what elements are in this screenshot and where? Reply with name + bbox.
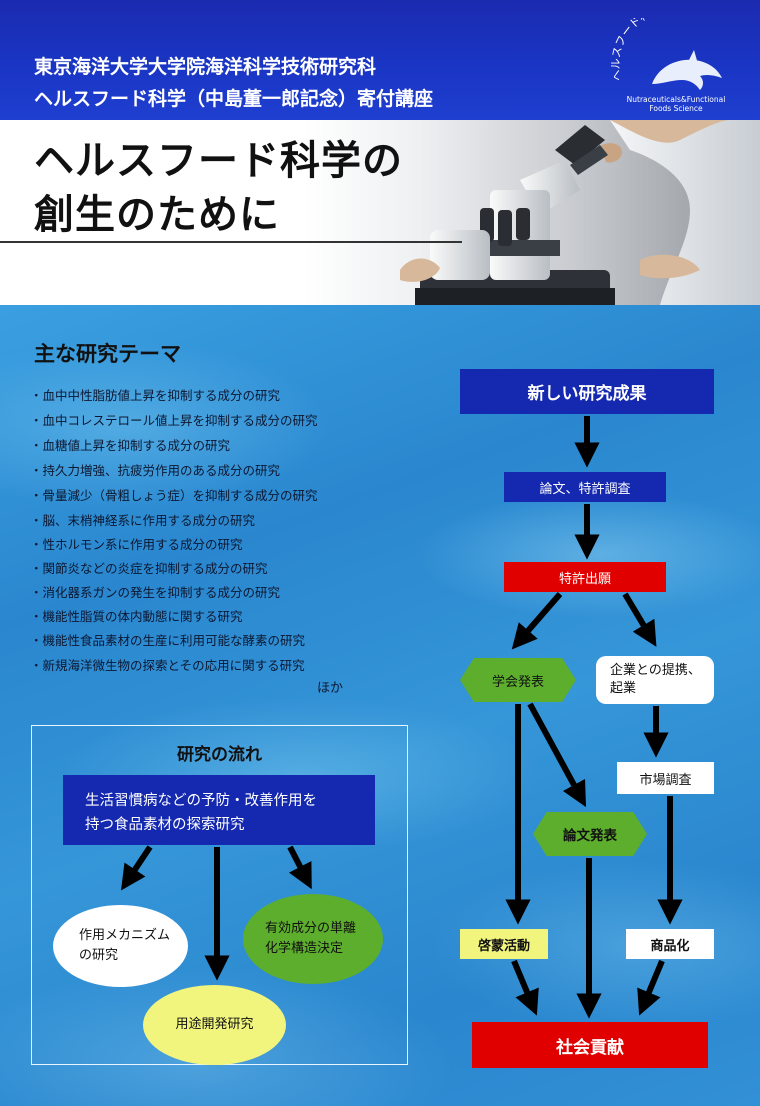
dolphin-icon [652, 50, 722, 90]
theme-item: ・血糖値上昇を抑制する成分の研究 [30, 438, 231, 453]
commercialization-box: 商品化 [626, 929, 714, 959]
theme-item: ・骨量減少（骨粗しょう症）を抑制する成分の研究 [30, 488, 318, 503]
themes-etc: ほか [317, 681, 344, 696]
mechanism-oval: 作用メカニズムの研究 [53, 905, 188, 987]
research-flow-heading: 研究の流れ [177, 745, 262, 765]
theme-item: ・性ホルモン系に作用する成分の研究 [30, 537, 243, 552]
industry-line1: 企業との提携、 [610, 663, 701, 678]
theme-item: ・消化器系ガンの発生を抑制する成分の研究 [30, 585, 281, 600]
theme-item: ・新規海洋微生物の探索とその応用に関する研究 [30, 658, 305, 673]
theme-item: ・関節炎などの炎症を抑制する成分の研究 [30, 561, 268, 576]
paper-patent-survey-box: 論文、特許調査 [504, 472, 666, 502]
patent-filing-box: 特許出願 [504, 562, 666, 592]
page-title-line1: ヘルスフード科学の [34, 137, 403, 184]
isolation-oval: 有効成分の単離化学構造決定 [243, 894, 383, 984]
theme-item: ・機能性食品素材の生産に利用可能な酵素の研究 [30, 633, 306, 648]
new-results-box: 新しい研究成果 [460, 369, 714, 414]
theme-item: ・持久力増強、抗疲労作用のある成分の研究 [30, 463, 281, 478]
isolation-line2: 化学構造決定 [265, 941, 344, 956]
header-band [0, 0, 760, 120]
theme-item: ・血中中性脂肪値上昇を抑制する成分の研究 [30, 388, 281, 403]
page-title-line2: 創生のために [34, 191, 280, 238]
logo-en-line1: Nutraceuticals&Functional [627, 95, 726, 104]
conference-hexagon: 学会発表 [460, 658, 576, 702]
isolation-line1: 有効成分の単離 [265, 921, 357, 936]
industry-partnership-box: 企業との提携、起業 [596, 656, 714, 704]
application-oval: 用途開発研究 [143, 985, 286, 1065]
application-label: 用途開発研究 [175, 1017, 254, 1032]
paper-publication-hexagon: 論文発表 [533, 812, 647, 856]
mechanism-line2: の研究 [79, 948, 119, 963]
logo-en-line2: Foods Science [649, 104, 703, 113]
research-flow-main-box: 生活習慣病などの予防・改善作用を 持つ食品素材の探索研究 [63, 775, 375, 845]
main-box-line2: 持つ食品素材の探索研究 [85, 817, 245, 833]
microscope-photo [400, 120, 760, 305]
social-contribution-box: 社会貢献 [472, 1022, 708, 1068]
theme-item: ・機能性脂質の体内動態に関する研究 [30, 609, 243, 624]
university-name: 東京海洋大学大学院海洋科学技術研究科 [34, 56, 377, 78]
mechanism-line1: 作用メカニズム [79, 928, 171, 943]
theme-item: ・脳、末梢神経系に作用する成分の研究 [30, 513, 256, 528]
theme-item: ・血中コレステロール値上昇を抑制する成分の研究 [30, 413, 318, 428]
main-box-line1: 生活習慣病などの予防・改善作用を [85, 793, 317, 809]
industry-line2: 起業 [610, 681, 637, 696]
course-name: ヘルスフード科学（中島董一郎記念）寄付講座 [34, 88, 434, 110]
title-underline [0, 241, 462, 243]
themes-heading: 主な研究テーマ [34, 342, 181, 366]
outreach-box: 啓蒙活動 [460, 929, 548, 959]
market-research-box: 市場調査 [617, 762, 714, 794]
course-logo: ヘルスフード科学講座 Nutraceuticals&Functional Foo… [609, 18, 726, 113]
